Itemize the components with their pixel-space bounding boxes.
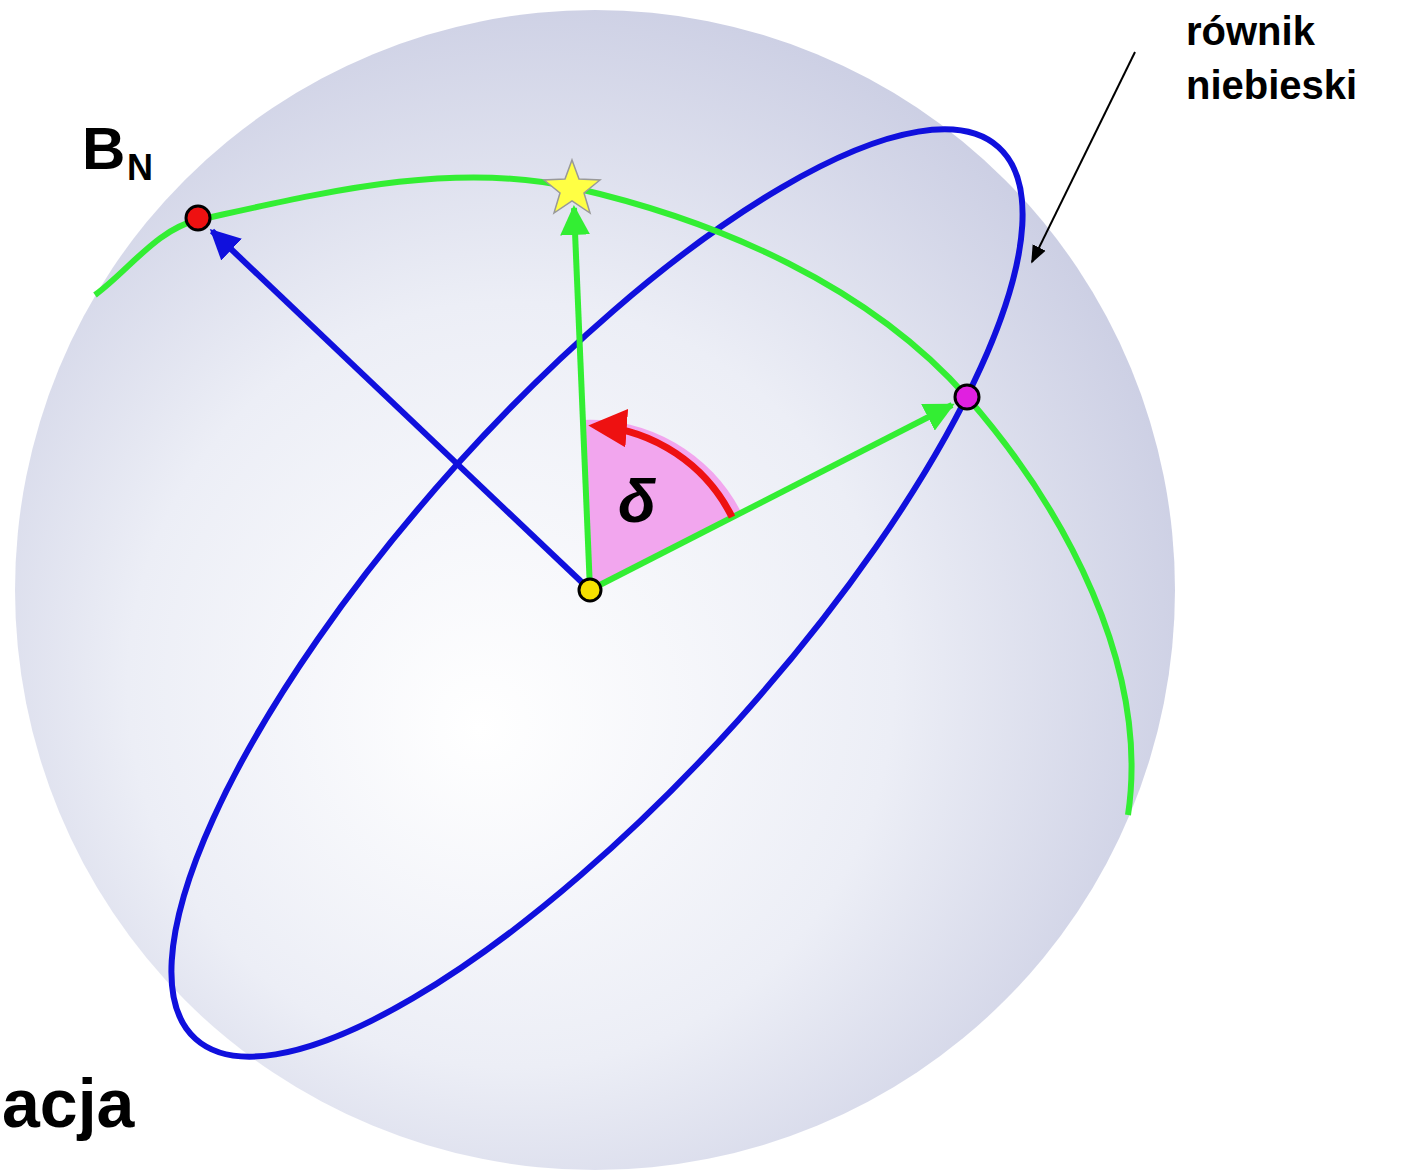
star-symbol: [544, 160, 600, 213]
pole-subscript: N: [127, 150, 153, 186]
star-vector: [574, 208, 590, 590]
equator-label: równik niebieski: [1186, 4, 1386, 112]
angle-arc: [596, 426, 732, 517]
leader-line: [1032, 52, 1135, 262]
title-fragment: acja: [2, 1069, 134, 1137]
pole-letter: B: [82, 119, 125, 179]
observer-dot: [579, 579, 601, 601]
pole-dot: [186, 206, 210, 230]
great-circle: [95, 177, 1132, 815]
equator-point: [955, 385, 979, 409]
celestial-equator: [54, 20, 1139, 1166]
equator-vector: [590, 405, 952, 590]
pole-vector: [212, 231, 590, 590]
angle-symbol: δ: [618, 470, 656, 532]
angle-sector: [582, 420, 741, 590]
celestial-sphere: [15, 10, 1175, 1170]
